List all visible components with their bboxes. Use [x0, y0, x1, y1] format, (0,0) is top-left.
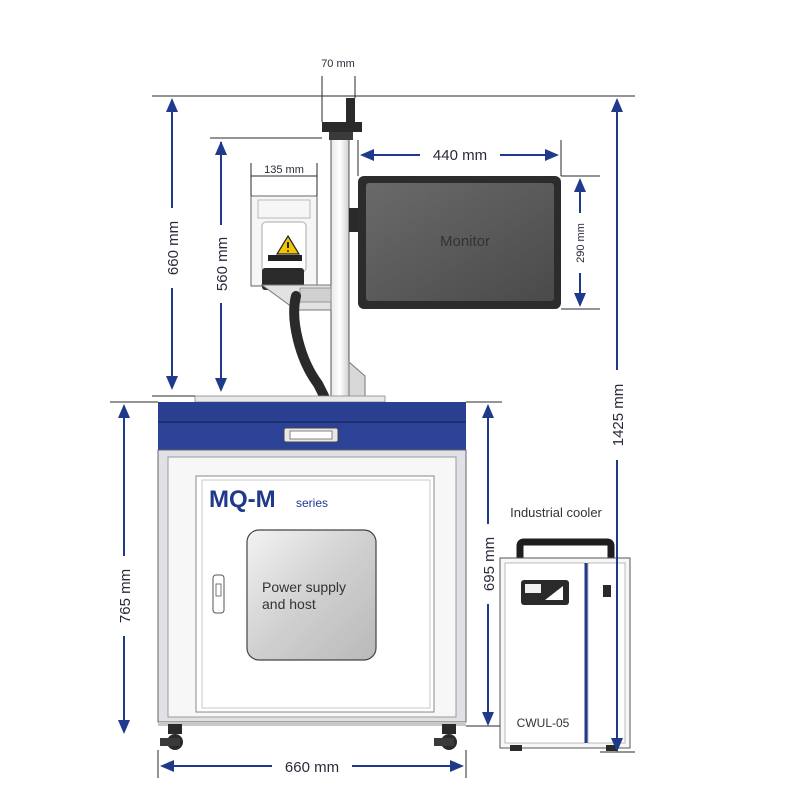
dimension-lines: 70 mm 660 mm 560 mm 135 mm 440 mm	[110, 58, 635, 778]
cooler-handle	[516, 538, 615, 560]
brand-label: MQ-M	[209, 486, 276, 513]
cooler-title: Industrial cooler	[510, 505, 602, 520]
caster-right	[434, 724, 457, 750]
dim-head-height: 560 mm	[214, 237, 231, 291]
door-window	[246, 529, 377, 661]
series-label: series	[296, 496, 328, 510]
monitor-label: Monitor	[440, 233, 490, 250]
door-label-line1: Power supply	[262, 579, 346, 595]
dim-base-width: 660 mm	[285, 759, 339, 776]
industrial-cooler: Industrial cooler CWUL-05	[499, 505, 631, 751]
dim-monitor-width: 440 mm	[433, 147, 487, 164]
door-latch	[212, 574, 225, 614]
cabinet: MQ-M series Power supply and host	[157, 449, 467, 750]
dim-cooler-height: 695 mm	[481, 537, 498, 591]
dim-total-height: 1425 mm	[610, 384, 627, 447]
dim-top-width: 70 mm	[321, 58, 355, 70]
door-label-line2: and host	[262, 596, 316, 612]
caster-left	[160, 724, 183, 750]
dim-monitor-height: 290 mm	[575, 223, 587, 263]
dim-head-width: 135 mm	[264, 164, 304, 176]
dim-upper-height: 660 mm	[165, 221, 182, 275]
cooler-model: CWUL-05	[517, 716, 570, 730]
monitor: Monitor	[349, 176, 561, 309]
cooler-switch	[603, 585, 611, 597]
dim-cabinet-height: 765 mm	[117, 569, 134, 623]
work-table	[158, 395, 466, 450]
laser-head	[250, 195, 332, 401]
column	[322, 98, 366, 401]
